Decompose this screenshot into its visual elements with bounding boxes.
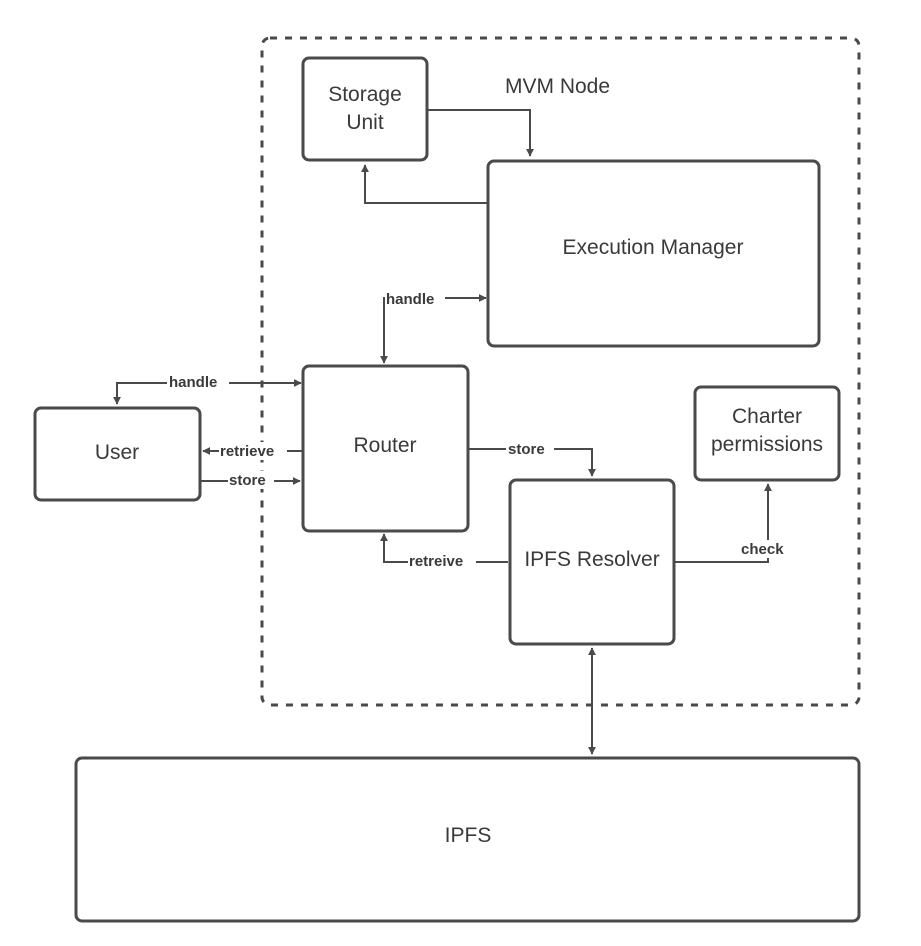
edge-label-user-router-handle: handle: [169, 374, 217, 391]
edge-label-resolver-router-retreive: retreive: [409, 553, 463, 570]
edge-label-resolver-charter-check: check: [741, 541, 784, 558]
execution-manager-node: Execution Manager: [486, 159, 821, 348]
router-label: Router: [353, 434, 416, 457]
storage-unit-node: Storage Unit: [301, 56, 429, 162]
edge-router-execution-handle: [380, 294, 487, 364]
execution-manager-label: Execution Manager: [563, 236, 744, 259]
edge-label-router-execution-handle: handle: [386, 291, 434, 308]
edge-label-router-user-retrieve: retrieve: [220, 443, 274, 460]
edge-storage-to-execution: [427, 109, 534, 157]
mvm-node-label: MVM Node: [505, 75, 610, 98]
ipfs-node: IPFS: [74, 756, 861, 923]
storage-unit-label-line1: Storage: [328, 83, 402, 106]
edge-execution-to-storage: [361, 164, 488, 204]
ipfs-resolver-label: IPFS Resolver: [524, 548, 659, 571]
charter-permissions-node: Charter permissions: [693, 385, 841, 482]
charter-permissions-label-line2: permissions: [711, 433, 823, 456]
user-node: User: [33, 406, 202, 502]
ipfs-resolver-node: IPFS Resolver: [508, 478, 676, 646]
storage-unit-label-line2: Unit: [346, 111, 384, 134]
router-node: Router: [301, 364, 470, 533]
edge-label-router-resolver-store: store: [508, 441, 545, 458]
edge-user-router-handle: [113, 379, 302, 405]
charter-permissions-label-line1: Charter: [732, 405, 802, 428]
ipfs-label: IPFS: [445, 824, 492, 847]
mvm-node-container: [260, 36, 861, 707]
edge-label-user-router-store: store: [229, 472, 266, 489]
user-label: User: [95, 441, 139, 464]
edge-resolver-charter-check: [674, 483, 772, 563]
